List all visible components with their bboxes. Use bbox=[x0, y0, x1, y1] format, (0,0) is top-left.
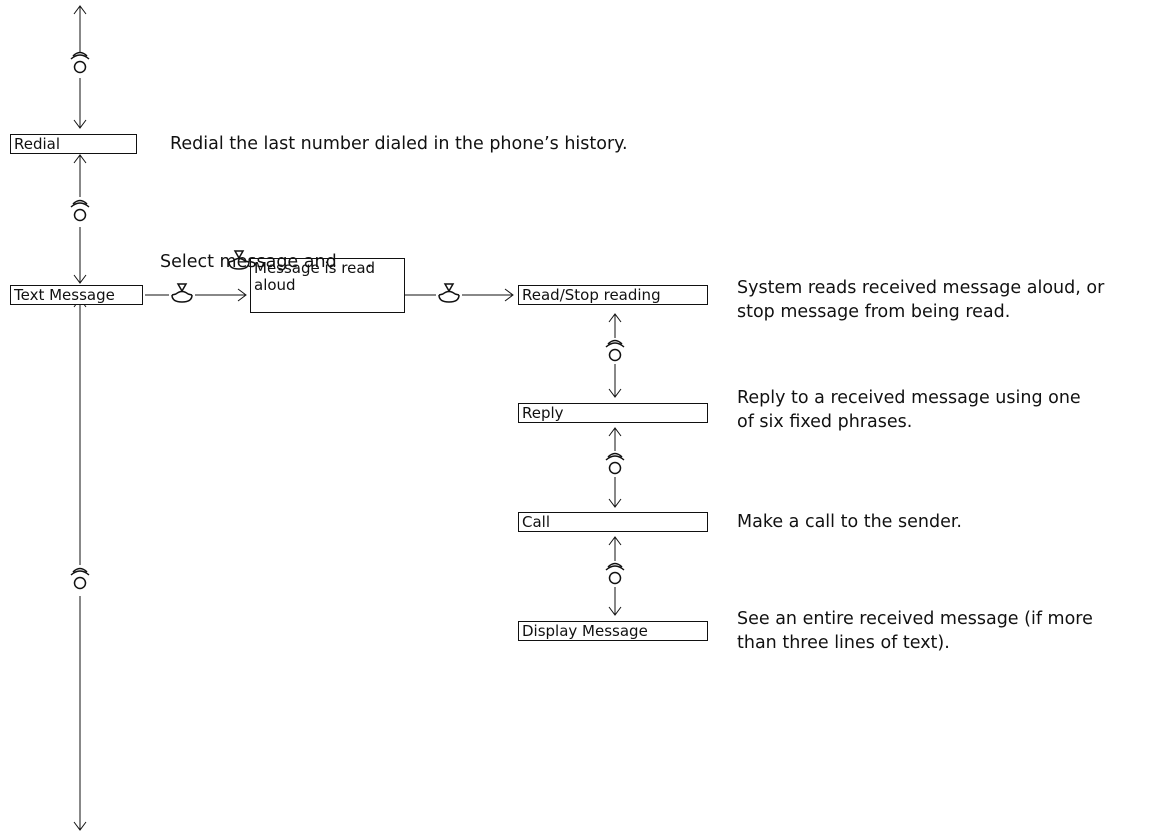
rotate-knob-icon bbox=[70, 567, 90, 590]
step-label-line1: Message is read bbox=[254, 259, 376, 277]
note-text: Make a call to the sender. bbox=[737, 512, 962, 532]
submenu-vertical-connector bbox=[608, 313, 622, 616]
note-call: Make a call to the sender. bbox=[737, 510, 962, 534]
menu-item-label: Reply bbox=[522, 404, 564, 422]
press-knob-icon bbox=[171, 283, 193, 303]
rotate-knob-icon bbox=[605, 339, 625, 362]
rotate-knob-icon bbox=[70, 199, 90, 222]
note-read-stop: System reads received message aloud, or … bbox=[737, 276, 1104, 324]
note-line: stop message from being read. bbox=[737, 302, 1011, 322]
submenu-item-reply: Reply bbox=[518, 403, 708, 423]
main-vertical-connector bbox=[73, 5, 87, 831]
note-text: Select message and bbox=[160, 252, 337, 272]
menu-item-label: Display Message bbox=[522, 622, 648, 640]
horizontal-connector bbox=[145, 288, 514, 302]
note-line: Reply to a received message using one bbox=[737, 388, 1081, 408]
note-line: than three lines of text). bbox=[737, 633, 950, 653]
menu-item-redial: Redial bbox=[10, 134, 137, 154]
step-label-line2: aloud bbox=[254, 276, 296, 294]
submenu-item-call: Call bbox=[518, 512, 708, 532]
press-knob-icon bbox=[438, 283, 460, 303]
note-redial: Redial the last number dialed in the pho… bbox=[170, 132, 628, 156]
note-text: Redial the last number dialed in the pho… bbox=[170, 134, 628, 154]
submenu-item-read-stop: Read/Stop reading bbox=[518, 285, 708, 305]
note-select-message: Select message and. bbox=[160, 250, 372, 274]
menu-item-label: Call bbox=[522, 513, 551, 531]
submenu-item-display-message: Display Message bbox=[518, 621, 708, 641]
menu-item-label: Read/Stop reading bbox=[522, 286, 661, 304]
note-text-suffix: . bbox=[366, 252, 373, 272]
rotate-knob-icon bbox=[70, 51, 90, 74]
note-display-message: See an entire received message (if more … bbox=[737, 607, 1093, 655]
note-line: of six fixed phrases. bbox=[737, 412, 913, 432]
note-reply: Reply to a received message using one of… bbox=[737, 386, 1081, 434]
rotate-knob-icon bbox=[605, 562, 625, 585]
menu-item-text-message: Text Message bbox=[10, 285, 143, 305]
rotate-knob-icon bbox=[605, 452, 625, 475]
note-line: See an entire received message (if more bbox=[737, 609, 1093, 629]
menu-item-label: Text Message bbox=[14, 286, 115, 304]
menu-item-label: Redial bbox=[14, 135, 61, 153]
note-line: System reads received message aloud, or bbox=[737, 278, 1105, 298]
step-message-read-aloud: Message is read aloud bbox=[250, 258, 405, 313]
